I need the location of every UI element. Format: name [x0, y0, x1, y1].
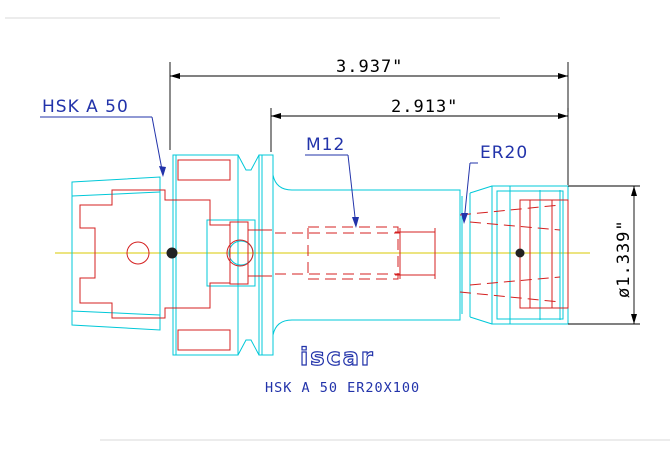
holder-outline [71, 154, 569, 356]
dimension-gauge-length: 2.913" [270, 97, 569, 152]
datum-dot-left [166, 247, 178, 259]
inner-bore-geometry [79, 159, 569, 351]
brand-logo-text: iscar [300, 343, 375, 371]
nut-diameter-value: ø1.339" [614, 219, 634, 298]
gauge-length-value: 2.913" [391, 97, 458, 117]
part-caption: HSK A 50 ER20X100 [265, 380, 420, 396]
label-collet: ER20 [461, 143, 528, 224]
dimension-overall-length: 3.937" [169, 57, 569, 185]
thread-label: M12 [306, 135, 345, 155]
label-thread: M12 [305, 135, 359, 228]
brand-logo: iscar [299, 342, 375, 371]
label-shank: HSK A 50 [40, 97, 166, 177]
shank-label: HSK A 50 [42, 97, 129, 117]
sheet-frame [5, 17, 670, 441]
overall-length-value: 3.937" [336, 57, 403, 77]
datum-dot-right [515, 248, 525, 258]
collet-label: ER20 [480, 143, 528, 163]
dimension-nut-diameter: ø1.339" [568, 185, 640, 325]
